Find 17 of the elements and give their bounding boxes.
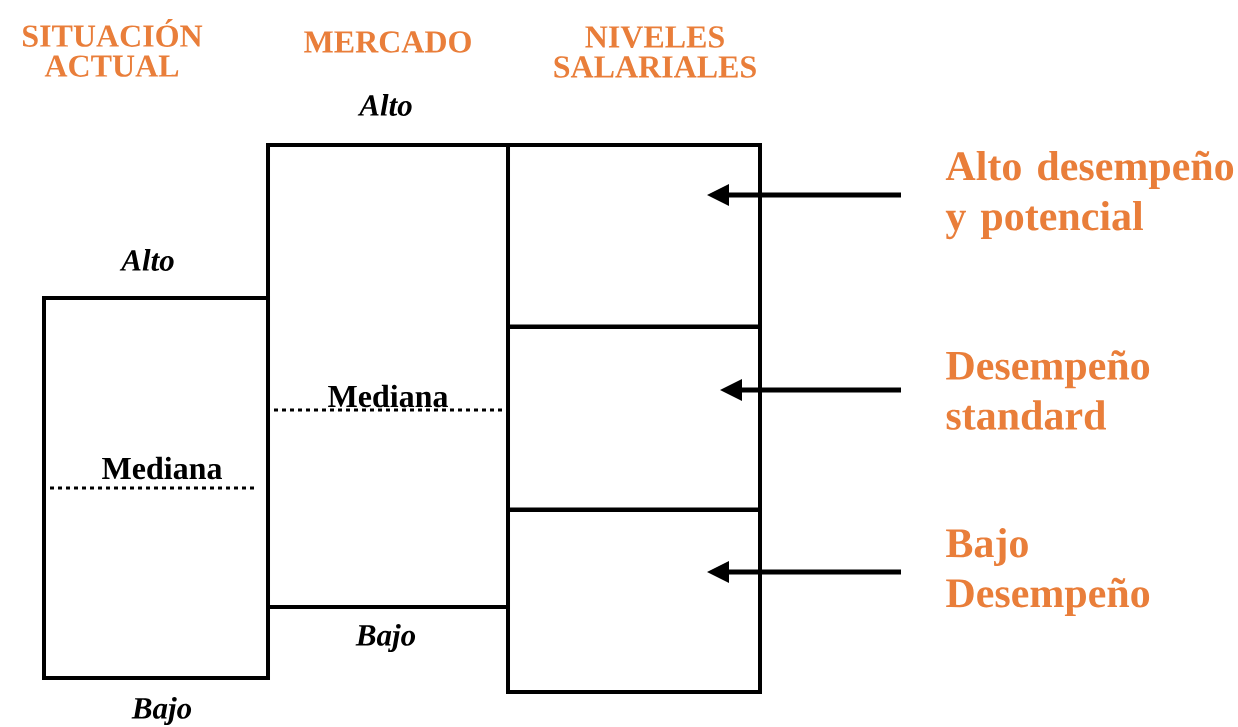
column-heading: SITUACIÓN ACTUAL xyxy=(23,19,203,77)
performance-label: Alto desempeño y potencial xyxy=(945,150,1234,240)
median-label: Mediana xyxy=(328,384,448,408)
arrow xyxy=(707,184,901,206)
arrow xyxy=(707,561,901,583)
salary-box xyxy=(506,508,762,694)
performance-label: Bajo Desempeño xyxy=(946,527,1150,617)
salary-box xyxy=(506,143,762,329)
column-heading: MERCADO xyxy=(304,31,471,53)
median-label: Mediana xyxy=(102,456,222,480)
level-label: Bajo xyxy=(355,623,416,653)
column-heading: NIVELES SALARIALES xyxy=(554,26,756,78)
level-label: Alto xyxy=(357,94,412,116)
level-label: Alto xyxy=(119,249,174,271)
level-label: Bajo xyxy=(131,696,192,726)
arrow xyxy=(720,379,901,401)
performance-label: Desempeño standard xyxy=(946,350,1150,430)
